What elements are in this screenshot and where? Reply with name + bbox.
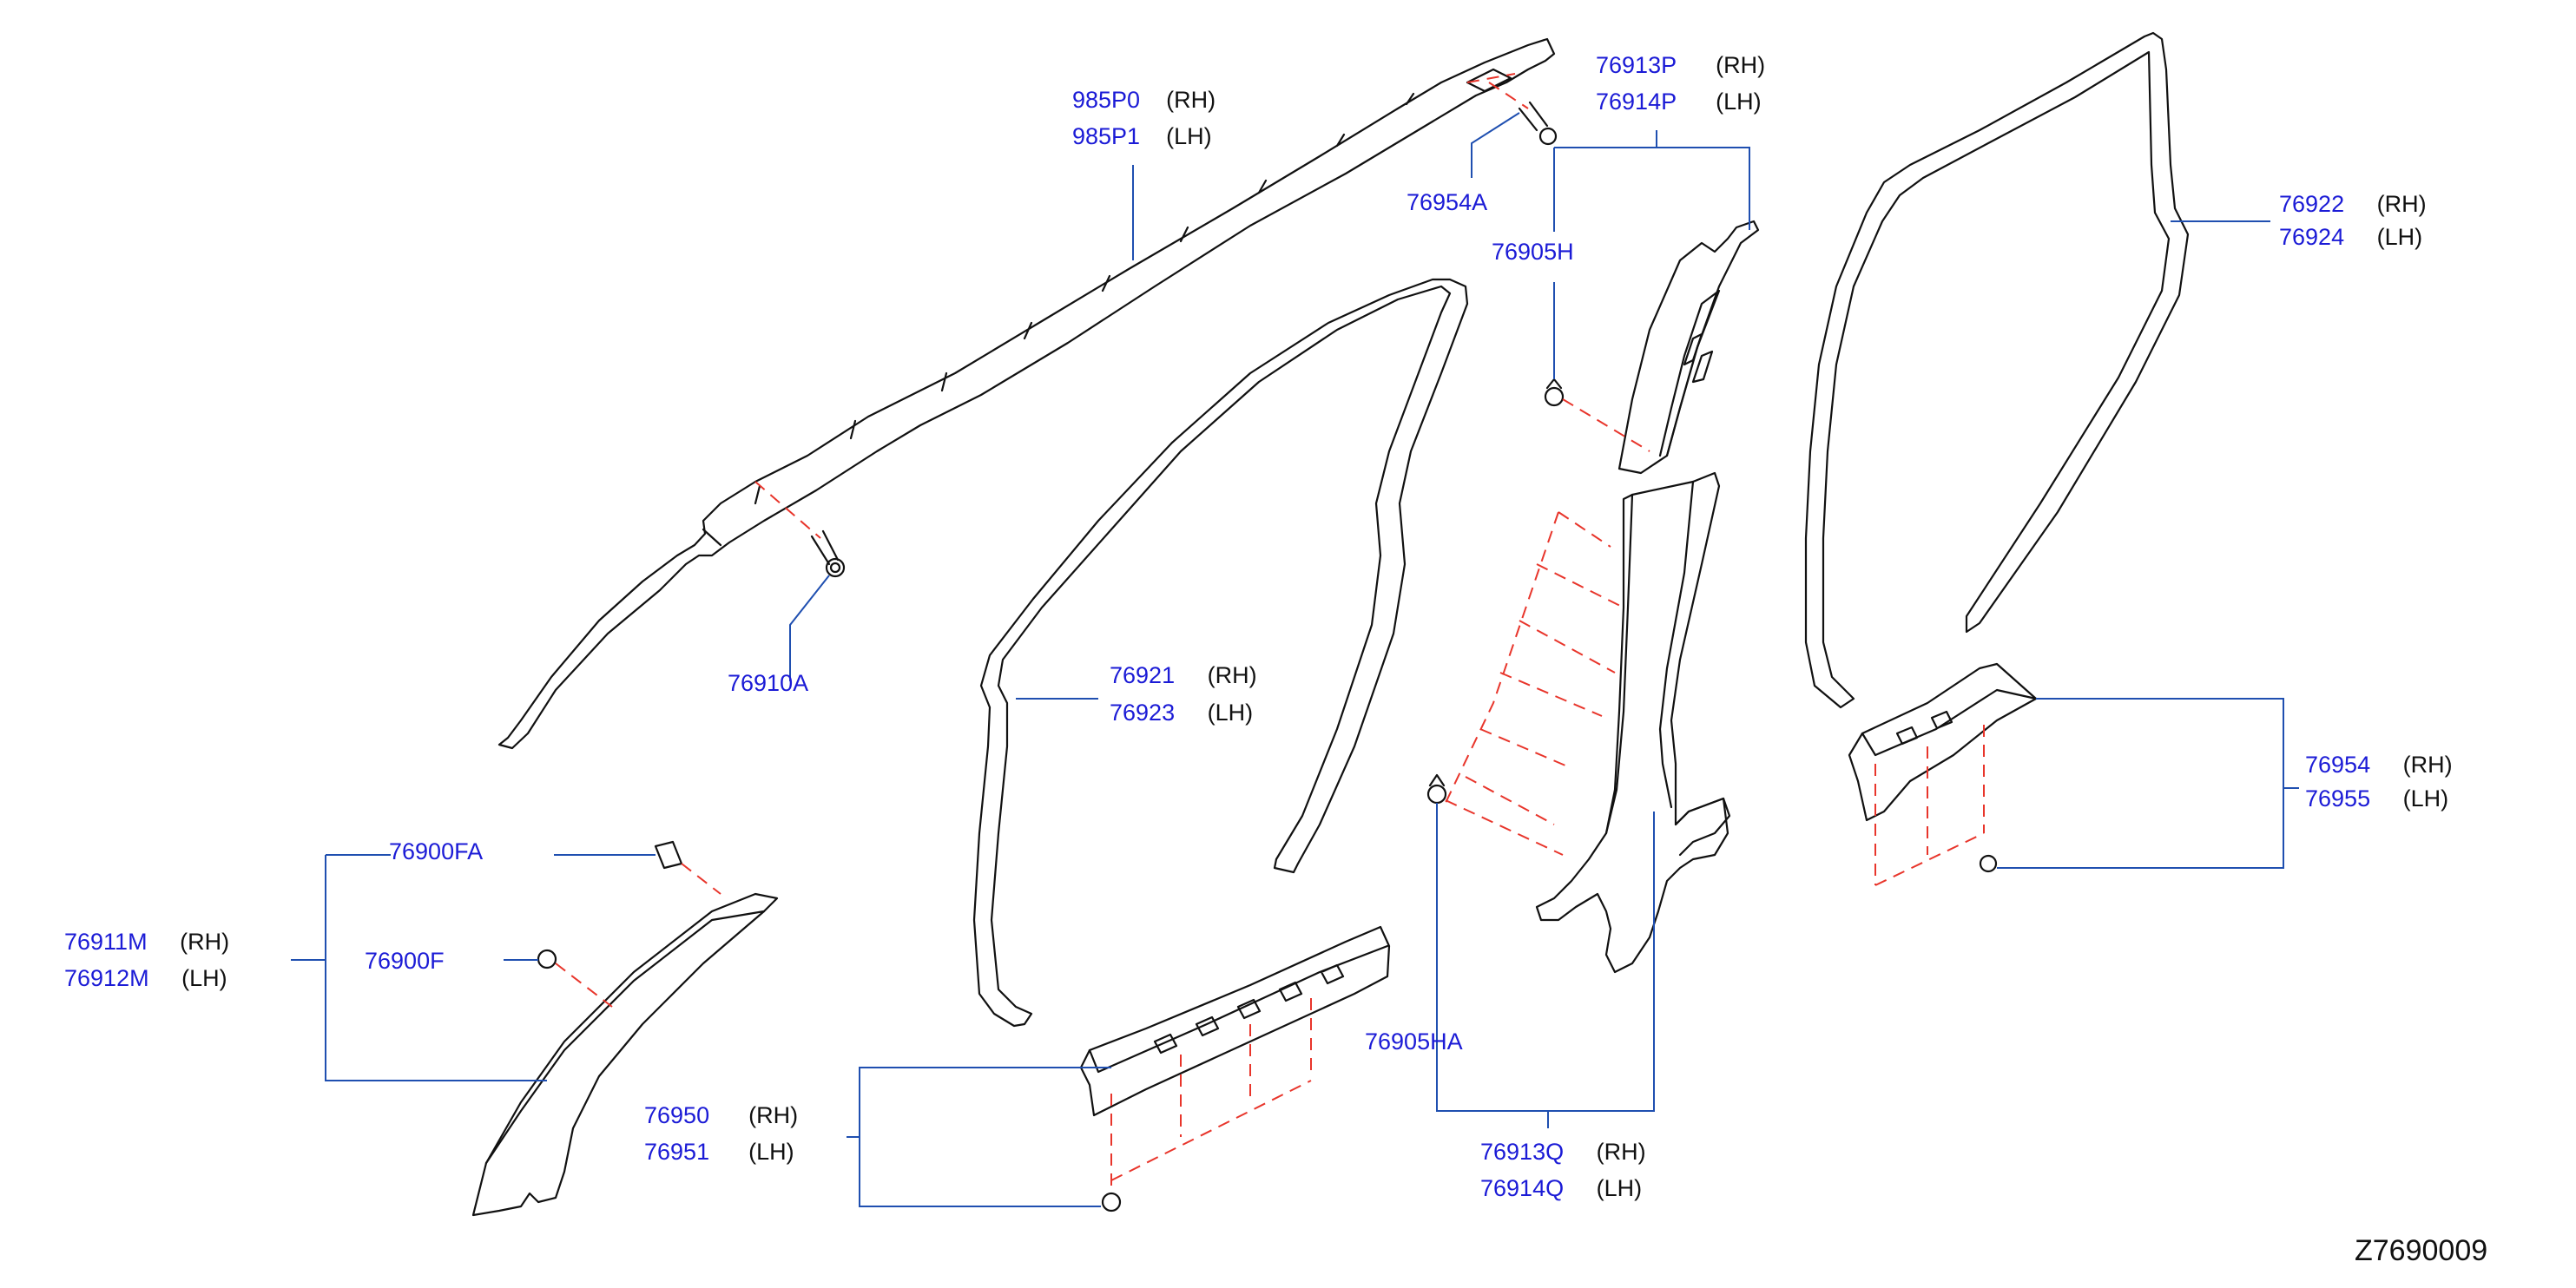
part-number: 76913Q [1480,1139,1565,1165]
rear-kicking-plate-part[interactable] [1848,662,2038,822]
part-number: 76921 [1110,662,1176,688]
callout-985p1[interactable]: 985P1 (LH) [1072,123,1212,149]
bolt-76954a[interactable] [1518,101,1558,146]
side-label: (RH) [180,929,230,955]
callout-76905h[interactable]: 76905H [1492,239,1574,265]
lower-pillar-finisher-part[interactable] [1535,471,1731,974]
clip-76954[interactable] [1979,854,1998,873]
side-label: (LH) [2402,785,2449,812]
side-label: (RH) [1596,1139,1646,1165]
side-label: (RH) [2402,752,2453,778]
front-weatherstrip-part[interactable] [972,278,1469,1028]
callout-76914q[interactable]: 76914Q (LH) [1480,1175,1642,1201]
clip-76905ha[interactable] [1426,773,1447,805]
part-number: 76924 [2279,224,2345,250]
part-number: 76951 [644,1139,710,1165]
part-number: 76900F [365,948,445,974]
side-label: (RH) [748,1102,799,1128]
part-number: 76955 [2305,785,2371,812]
upper-pillar-finisher-part[interactable] [1617,220,1760,475]
clip-76900f[interactable] [537,949,557,969]
part-number: 76954A [1407,189,1488,215]
side-label: (LH) [1207,700,1254,726]
part-number: 76910A [728,670,809,696]
part-number: 76954 [2305,752,2371,778]
callout-76913p[interactable]: 76913P (RH) [1596,52,1765,78]
rear-weatherstrip-part[interactable] [1804,31,2190,709]
side-label: (LH) [1716,89,1762,115]
side-label: (LH) [2376,224,2423,250]
callout-76910a[interactable]: 76910A [728,670,808,696]
curtain-airbag-part[interactable] [497,37,1556,750]
callout-76954[interactable]: 76954 (RH) [2305,752,2453,778]
clip-76950[interactable] [1101,1192,1122,1212]
side-label: (LH) [181,965,227,991]
side-label: (RH) [1166,87,1216,113]
callout-76951[interactable]: 76951 (LH) [644,1139,794,1165]
callout-76900fa[interactable]: 76900FA [389,838,483,864]
leader-lines [291,112,2299,1207]
callout-76911m[interactable]: 76911M (RH) [64,929,229,955]
callout-76921[interactable]: 76921 (RH) [1110,662,1257,688]
side-label: (LH) [1166,123,1212,149]
callout-985p0[interactable]: 985P0 (RH) [1072,87,1216,113]
part-number: 76905H [1492,239,1574,265]
part-number: 76900FA [389,838,484,864]
part-number: 985P0 [1072,87,1141,113]
clip-76905h[interactable] [1544,378,1565,407]
part-number: 76950 [644,1102,710,1128]
front-kicking-plate-part[interactable] [1079,925,1391,1117]
part-number: 76914P [1596,89,1677,115]
part-number: 76923 [1110,700,1176,726]
callout-76924[interactable]: 76924 (LH) [2279,224,2422,250]
callout-76912m[interactable]: 76912M (LH) [64,965,227,991]
part-number: 76913P [1596,52,1677,78]
front-pillar-garnish-part[interactable] [471,892,779,1217]
side-label: (LH) [748,1139,794,1165]
part-number: 76914Q [1480,1175,1565,1201]
callout-76955[interactable]: 76955 (LH) [2305,785,2448,812]
part-number: 76912M [64,965,149,991]
part-number: 985P1 [1072,123,1141,149]
side-label: (RH) [2376,191,2427,217]
side-label: (RH) [1716,52,1766,78]
diagram-id: Z7690009 [2355,1234,2488,1267]
callout-76914p[interactable]: 76914P (LH) [1596,89,1762,115]
callout-76954a[interactable]: 76954A [1407,189,1487,215]
callout-76922[interactable]: 76922 (RH) [2279,191,2427,217]
clip-76900fa[interactable] [654,840,683,870]
part-number: 76905HA [1365,1028,1463,1055]
callout-76950[interactable]: 76950 (RH) [644,1102,798,1128]
part-number: 76922 [2279,191,2345,217]
part-number: 76911M [64,929,148,955]
side-label: (RH) [1207,662,1257,688]
bolt-76910a[interactable] [810,529,846,578]
callout-76923[interactable]: 76923 (LH) [1110,700,1253,726]
callout-76900f[interactable]: 76900F [365,948,445,974]
callout-76913q[interactable]: 76913Q (RH) [1480,1139,1646,1165]
callout-76905ha[interactable]: 76905HA [1365,1028,1463,1055]
side-label: (LH) [1596,1175,1643,1201]
